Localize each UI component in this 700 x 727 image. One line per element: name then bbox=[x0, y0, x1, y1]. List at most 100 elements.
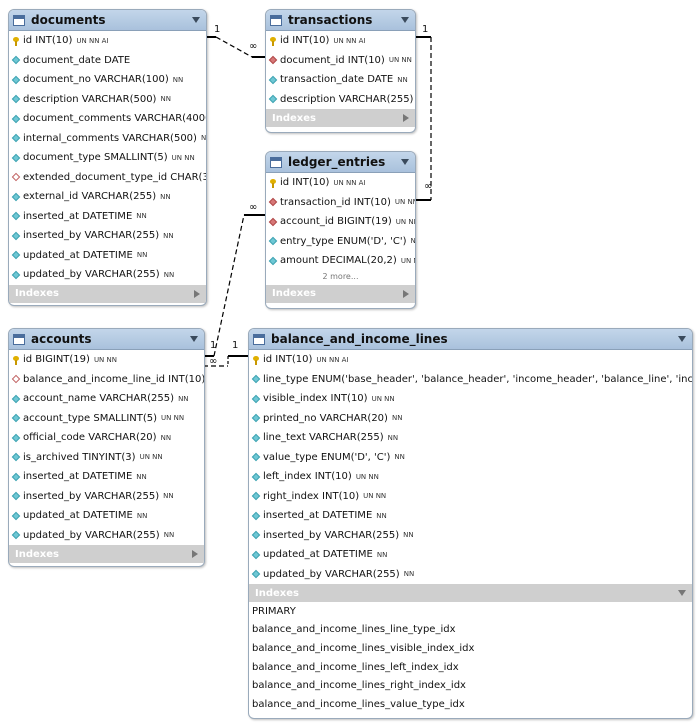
table-header[interactable]: accounts bbox=[9, 329, 204, 350]
column-row[interactable]: id INT(10)UN NN AI bbox=[249, 350, 692, 370]
column-row[interactable]: updated_by VARCHAR(255)NN bbox=[249, 565, 692, 585]
column-row[interactable]: document_id INT(10)UN NN bbox=[266, 51, 415, 71]
column-row[interactable]: is_archived TINYINT(3)UN NN bbox=[9, 448, 204, 468]
expand-indexes-icon[interactable] bbox=[403, 114, 409, 122]
expand-indexes-icon[interactable] bbox=[192, 550, 198, 558]
column-row[interactable]: account_id BIGINT(19)UN NN bbox=[266, 212, 415, 232]
more-columns-link[interactable]: 2 more... bbox=[322, 271, 359, 281]
index-row[interactable]: balance_and_income_lines_value_type_idx bbox=[252, 698, 465, 710]
column-row[interactable]: document_comments VARCHAR(4000)NN bbox=[9, 109, 206, 129]
indexes-section-header[interactable]: Indexes bbox=[266, 284, 415, 303]
collapse-indexes-icon[interactable] bbox=[678, 590, 686, 596]
collapse-arrow-icon[interactable] bbox=[190, 336, 198, 342]
column-row[interactable]: description VARCHAR(500)NN bbox=[9, 90, 206, 110]
column-row[interactable]: document_no VARCHAR(100)NN bbox=[9, 70, 206, 90]
column-icon bbox=[11, 153, 21, 162]
column-icon bbox=[251, 414, 261, 423]
index-row[interactable]: balance_and_income_lines_visible_index_i… bbox=[252, 642, 475, 654]
column-row[interactable]: updated_by VARCHAR(255)NN bbox=[9, 526, 204, 546]
column-row[interactable]: description VARCHAR(255)NN bbox=[266, 90, 415, 110]
column-row[interactable]: value_type ENUM('D', 'C')NN bbox=[249, 448, 692, 468]
table-title: documents bbox=[31, 13, 106, 27]
column-definition: printed_no VARCHAR(20) bbox=[263, 412, 388, 424]
column-definition: value_type ENUM('D', 'C') bbox=[263, 451, 391, 463]
column-row[interactable]: id BIGINT(19)UN NN bbox=[9, 350, 204, 370]
column-flags: UN NN bbox=[395, 217, 415, 226]
column-flags: NN bbox=[136, 472, 147, 481]
column-definition: description VARCHAR(500) bbox=[23, 93, 157, 105]
column-row[interactable]: document_type SMALLINT(5)UN NN bbox=[9, 148, 206, 168]
column-icon bbox=[11, 270, 21, 279]
column-icon bbox=[11, 114, 21, 123]
indexes-section-header[interactable]: Indexes bbox=[9, 284, 206, 303]
column-row[interactable]: left_index INT(10)UN NN bbox=[249, 467, 692, 487]
column-row[interactable]: id INT(10)UN NN AI bbox=[9, 31, 206, 51]
column-row[interactable]: extended_document_type_id CHAR(32) bbox=[9, 168, 206, 188]
column-row[interactable]: right_index INT(10)UN NN bbox=[249, 487, 692, 507]
table-balance-and-income-lines[interactable]: balance_and_income_lines id INT(10)UN NN… bbox=[248, 328, 693, 719]
column-row[interactable]: inserted_by VARCHAR(255)NN bbox=[249, 526, 692, 546]
column-definition: inserted_at DATETIME bbox=[23, 210, 133, 222]
index-row[interactable]: PRIMARY bbox=[252, 605, 296, 617]
indexes-section-header[interactable]: Indexes bbox=[266, 109, 415, 127]
index-row[interactable]: balance_and_income_lines_line_type_idx bbox=[252, 624, 456, 636]
column-row[interactable]: visible_index INT(10)UN NN bbox=[249, 389, 692, 409]
table-header[interactable]: documents bbox=[9, 10, 206, 31]
column-flags: NN bbox=[376, 550, 388, 559]
expand-indexes-icon[interactable] bbox=[403, 289, 409, 298]
column-row[interactable]: account_name VARCHAR(255)NN bbox=[9, 389, 204, 409]
column-icon bbox=[11, 56, 21, 65]
collapse-arrow-icon[interactable] bbox=[401, 159, 409, 165]
indexes-section-header[interactable]: Indexes bbox=[9, 545, 204, 563]
column-row[interactable]: printed_no VARCHAR(20)NN bbox=[249, 409, 692, 429]
column-icon bbox=[11, 511, 21, 520]
column-row[interactable]: document_date DATE bbox=[9, 51, 206, 71]
column-icon bbox=[11, 492, 21, 501]
column-row[interactable]: line_text VARCHAR(255)NN bbox=[249, 428, 692, 448]
table-title: ledger_entries bbox=[288, 155, 386, 169]
column-row[interactable]: inserted_by VARCHAR(255)NN bbox=[9, 487, 204, 507]
column-row[interactable]: inserted_by VARCHAR(255)NN bbox=[9, 226, 206, 246]
index-row[interactable]: balance_and_income_lines_right_index_idx bbox=[252, 680, 466, 692]
indexes-section-header[interactable]: Indexes bbox=[249, 584, 692, 602]
expand-indexes-icon[interactable] bbox=[194, 289, 200, 298]
column-row[interactable]: entry_type ENUM('D', 'C')NN bbox=[266, 232, 415, 252]
column-row[interactable]: id INT(10)UN NN AI bbox=[266, 31, 415, 51]
column-row[interactable]: id INT(10)UN NN AI bbox=[266, 173, 415, 193]
column-flags: NN bbox=[403, 570, 415, 579]
foreign-key-icon bbox=[268, 198, 278, 207]
table-header[interactable]: ledger_entries bbox=[266, 152, 415, 173]
column-row[interactable]: account_type SMALLINT(5)UN NN bbox=[9, 409, 204, 429]
table-header[interactable]: balance_and_income_lines bbox=[249, 329, 692, 350]
collapse-arrow-icon[interactable] bbox=[192, 17, 200, 23]
index-row[interactable]: balance_and_income_lines_left_index_idx bbox=[252, 661, 459, 673]
column-row[interactable]: balance_and_income_line_id INT(10)UN bbox=[9, 370, 204, 390]
column-row[interactable]: official_code VARCHAR(20)NN bbox=[9, 428, 204, 448]
collapse-arrow-icon[interactable] bbox=[678, 336, 686, 342]
column-row[interactable]: line_type ENUM('base_header', 'balance_h… bbox=[249, 370, 692, 390]
column-flags: NN bbox=[397, 75, 408, 84]
column-definition: transaction_date DATE bbox=[280, 74, 394, 86]
column-definition: updated_by VARCHAR(255) bbox=[23, 529, 160, 541]
column-row[interactable]: external_id VARCHAR(255)NN bbox=[9, 187, 206, 207]
table-header[interactable]: transactions bbox=[266, 10, 415, 31]
column-row[interactable]: transaction_id INT(10)UN NN bbox=[266, 193, 415, 213]
column-row[interactable]: internal_comments VARCHAR(500)NN bbox=[9, 129, 206, 149]
collapse-arrow-icon[interactable] bbox=[401, 17, 409, 23]
column-row[interactable]: amount DECIMAL(20,2)UN NN bbox=[266, 251, 415, 271]
column-flags: NN bbox=[163, 492, 174, 501]
column-row[interactable]: updated_by VARCHAR(255)NN bbox=[9, 265, 206, 285]
column-definition: official_code VARCHAR(20) bbox=[23, 432, 157, 444]
